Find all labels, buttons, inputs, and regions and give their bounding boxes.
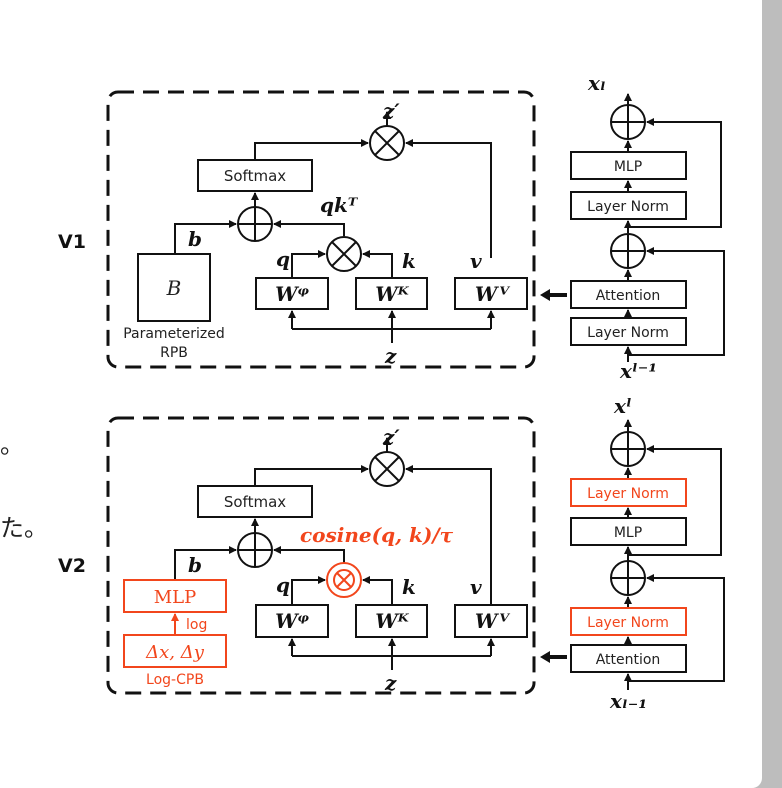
text-fragment-1: 。	[0, 431, 24, 459]
v1-bias-caption-1: Parameterized	[123, 326, 225, 342]
v1-softmax-box	[197, 159, 313, 192]
v1-wv-label: Wⱽ	[475, 282, 510, 306]
v2-block-input: xₗ₋₁	[609, 689, 647, 713]
vertical-scrollbar[interactable]	[762, 0, 782, 788]
v1-k-symbol: k	[402, 249, 416, 273]
panel-corner	[752, 768, 762, 788]
v2-cosine-label: cosine(q, k)/τ	[300, 523, 454, 547]
v2-attention-label: Attention	[596, 652, 661, 668]
v1-attention-box	[570, 280, 687, 309]
v1-softmax-label: Softmax	[224, 167, 286, 185]
v1-block-output: xₗ	[587, 71, 606, 95]
v2-softmax-label: Softmax	[224, 493, 286, 511]
v1-section: V1 z′ Softmax b qkᵀ B Parameterized RPB	[58, 71, 725, 383]
architecture-diagram: V1 z′ Softmax b qkᵀ B Parameterized RPB	[58, 71, 725, 713]
v1-layer-norm-top-box	[570, 191, 687, 220]
v2-delta-box	[123, 634, 227, 668]
v2-section: V2 z′ Softmax b cosine(q, k)/τ MLP log Δ…	[58, 394, 725, 713]
v2-log-label: log	[186, 617, 207, 633]
v2-wv-label: Wⱽ	[475, 609, 510, 633]
v2-layer-norm-top-label: Layer Norm	[587, 486, 669, 502]
v1-layer-norm-top-label: Layer Norm	[587, 199, 669, 215]
v1-v-to-mult	[405, 139, 492, 258]
v2-v-symbol: v	[470, 575, 482, 599]
v2-attention-box	[570, 644, 687, 673]
v1-b-symbol: b	[188, 227, 202, 251]
v2-wk-label: Wᴷ	[375, 609, 409, 633]
v2-wv-box	[454, 604, 528, 638]
v1-wk-box	[355, 277, 428, 310]
v1-bias-box	[137, 253, 211, 322]
v1-bias-caption-2: RPB	[160, 345, 188, 361]
v1-attention-frame	[106, 90, 536, 369]
v2-cos-to-add	[273, 546, 345, 563]
v1-attention-label: Attention	[596, 288, 661, 304]
v2-residual-1	[628, 574, 725, 682]
v1-multiply-qk-icon	[326, 236, 362, 272]
v1-mlp-label: MLP	[614, 159, 642, 175]
v2-block-mlp-box	[570, 517, 687, 546]
v1-block-add-bottom-icon	[610, 233, 646, 269]
v2-wq-box	[255, 604, 329, 638]
v2-k-symbol: k	[402, 575, 416, 599]
v2-wq-label: Wᵠ	[275, 609, 309, 633]
v1-wk-label: Wᴷ	[375, 282, 409, 306]
v2-v-to-mult	[405, 465, 492, 605]
v2-block-add-top-icon	[610, 431, 646, 467]
v1-v-symbol: v	[470, 249, 482, 273]
v1-layer-norm-bottom-label: Layer Norm	[587, 325, 669, 341]
v2-log-cpb-caption: Log-CPB	[146, 672, 204, 688]
v1-attention-link-arrow-icon	[540, 289, 550, 301]
v2-k-to-mult	[362, 576, 393, 605]
v1-residual-2	[628, 118, 722, 228]
v2-attention-frame	[106, 416, 536, 695]
v2-z-prime: z′	[382, 425, 400, 449]
v2-mlp-label: MLP	[154, 587, 197, 608]
v1-softmax-to-mult	[254, 139, 369, 160]
v2-block-add-bottom-icon	[610, 560, 646, 596]
v1-b-to-add	[174, 220, 237, 254]
v2-q-symbol: q	[276, 573, 290, 597]
v2-softmax-to-mult	[254, 465, 369, 486]
v2-layer-norm-bottom-box	[570, 607, 687, 636]
v2-label: V2	[58, 555, 86, 577]
v2-wk-box	[355, 604, 428, 638]
text-fragment-2: た。	[0, 514, 48, 542]
v1-q-symbol: q	[276, 247, 290, 271]
v1-wv-box	[454, 277, 528, 310]
v2-b-to-add	[174, 546, 237, 580]
v1-mlp-box	[570, 151, 687, 180]
v2-block-mlp-label: MLP	[614, 525, 642, 541]
v2-z-symbol: z	[384, 671, 397, 695]
v2-softmax-box	[197, 485, 313, 518]
v2-cosine-multiply-icon	[326, 562, 362, 598]
v1-q-to-mult	[291, 250, 326, 278]
v1-qk-label: qkᵀ	[320, 193, 359, 217]
v1-wq-label: Wᵠ	[275, 282, 309, 306]
v1-qk-to-add	[273, 220, 345, 236]
v1-z-symbol: z	[384, 344, 397, 368]
v1-layer-norm-bottom-box	[570, 317, 687, 346]
v1-k-to-mult	[362, 250, 393, 278]
v2-q-to-mult	[291, 576, 326, 605]
v1-wq-box	[255, 277, 329, 310]
v1-add-icon	[237, 206, 273, 242]
v2-layer-norm-top-box	[570, 478, 687, 507]
v1-z-prime: z′	[382, 99, 400, 123]
v1-block-input: xˡ⁻¹	[619, 359, 657, 383]
v2-layer-norm-bottom-label: Layer Norm	[587, 615, 669, 631]
v1-block-add-top-icon	[610, 104, 646, 140]
v2-delta-label: Δx, Δy	[145, 642, 205, 663]
v1-label: V1	[58, 231, 86, 253]
v2-mlp-box	[123, 579, 227, 613]
v2-attention-link-arrow-icon	[540, 651, 550, 663]
v2-block-output: xˡ	[613, 394, 632, 418]
v1-bias-box-label: B	[166, 276, 182, 300]
v2-b-symbol: b	[188, 553, 202, 577]
v2-residual-2	[628, 445, 722, 556]
v2-add-icon	[237, 532, 273, 568]
v2-multiply-top-icon	[369, 451, 405, 487]
v1-residual-1	[628, 247, 725, 356]
v1-multiply-top-icon	[369, 125, 405, 161]
